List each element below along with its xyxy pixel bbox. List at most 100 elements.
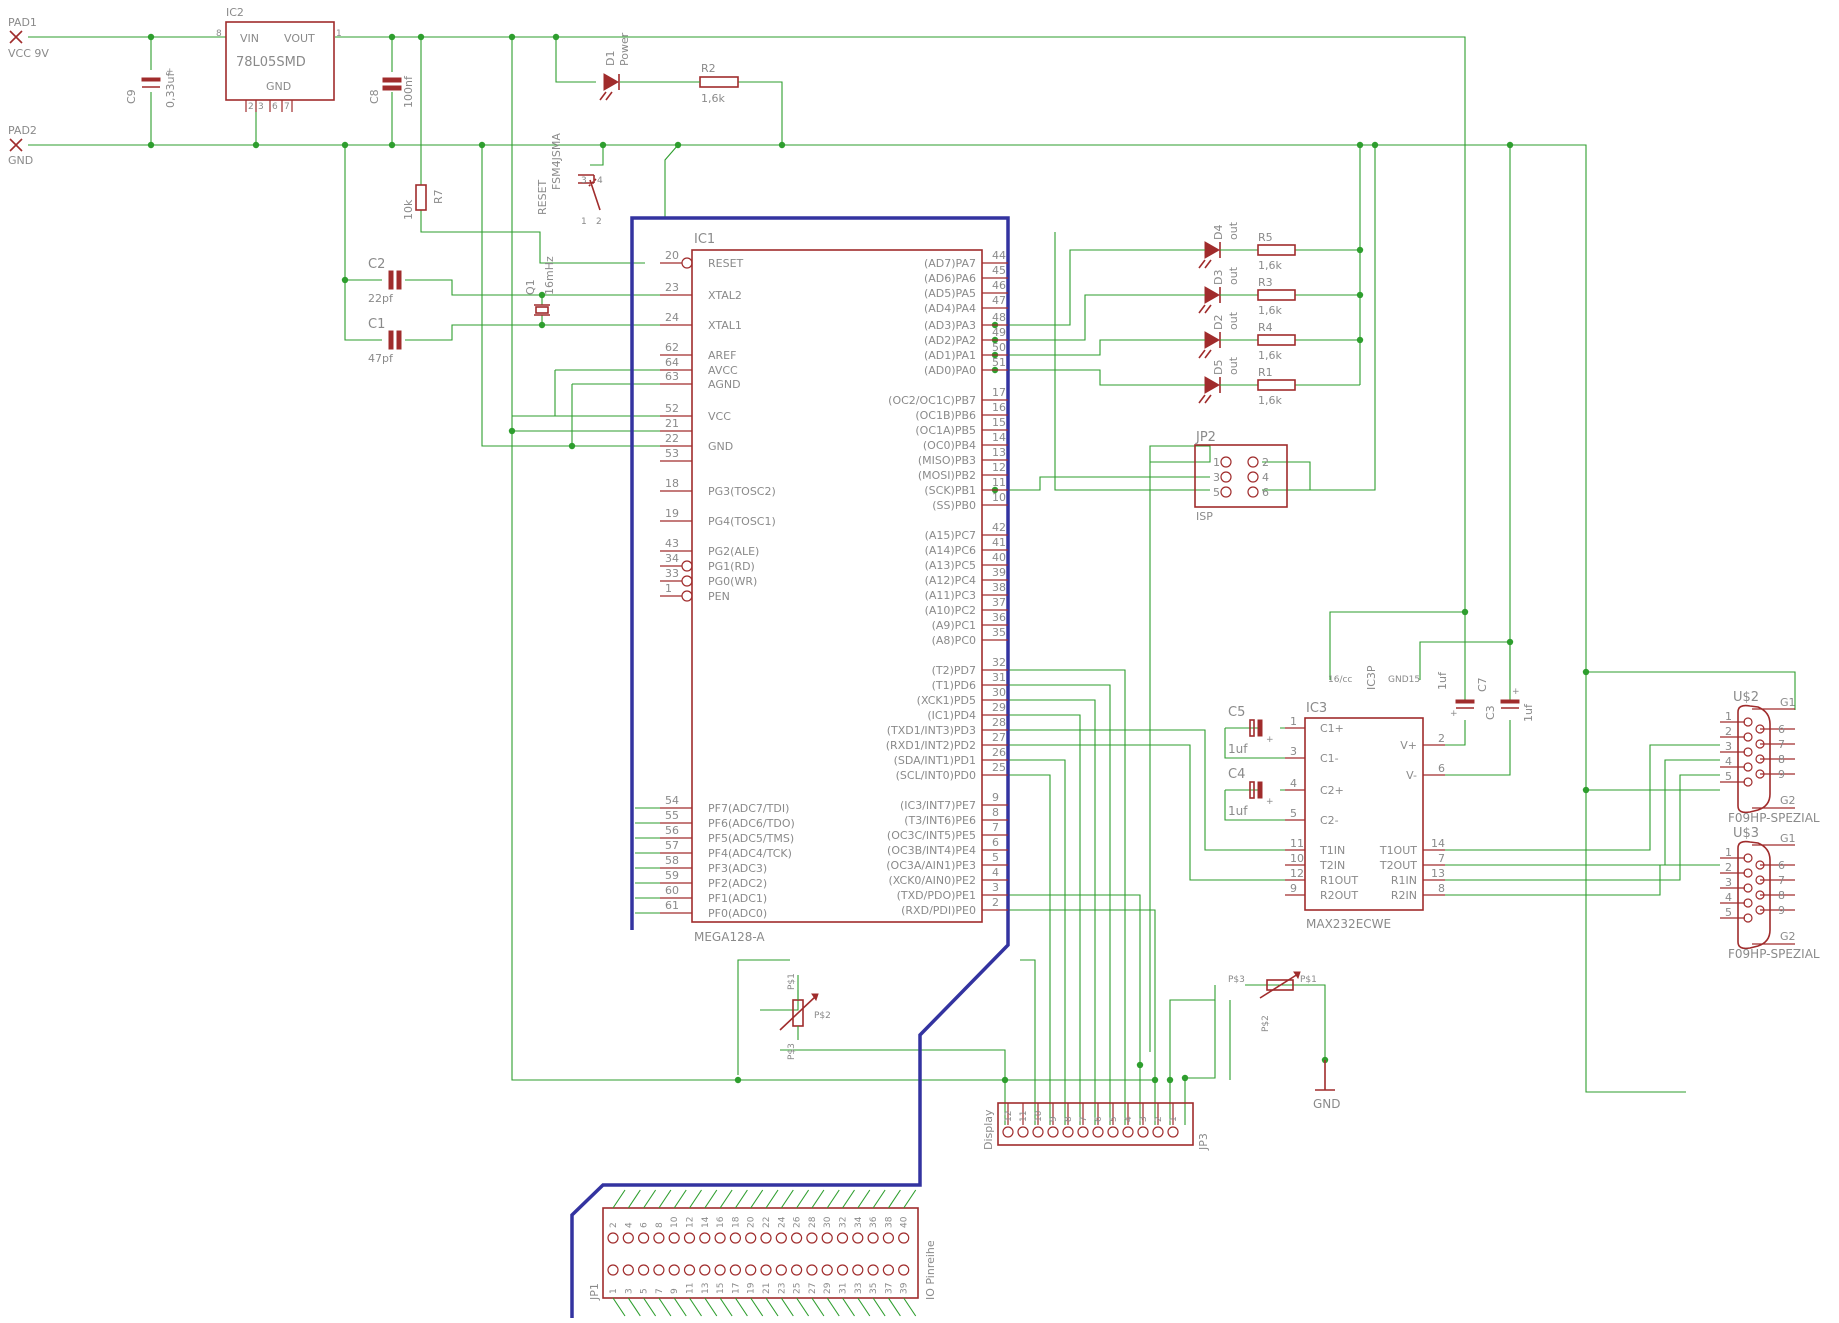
io-pin-number: 40 (900, 1216, 910, 1228)
mcu-pin-number: 21 (665, 417, 679, 430)
c8-value: 100nf (402, 75, 415, 108)
max232-pin-number: 10 (1290, 852, 1304, 865)
io-pin-number: 29 (823, 1282, 833, 1294)
mcu-pin-name: PF3(ADC3) (708, 862, 767, 875)
d1-name: D1 (604, 51, 617, 66)
max232-pin-name: R2IN (1391, 889, 1417, 902)
c1-name: C1 (368, 317, 385, 332)
io-pin-number: 30 (823, 1216, 833, 1228)
mcu-right-pin: 32(T2)PD7 (932, 656, 1008, 677)
mcu-pin-number: 22 (665, 432, 679, 445)
io-pin-top: 16 (714, 1189, 733, 1244)
mcu-pin-name: PF0(ADC0) (708, 907, 767, 920)
reset-pin2: 2 (596, 217, 602, 227)
pot2-wiper: P$2 (1261, 1015, 1271, 1032)
mcu-pin-number: 57 (665, 839, 679, 852)
max232-right-pin: 2V+ (1400, 732, 1445, 752)
mcu-right-pin: 8(T3/INT6)PE6 (904, 806, 1008, 827)
mcu-right-pin: 37(A10)PC2 (925, 596, 1008, 617)
mcu-pin-number: 53 (665, 447, 679, 460)
capacitor-c9: + C9 0,33uf (125, 67, 177, 108)
r7-value: 10k (402, 199, 415, 220)
mcu-name: IC1 (694, 232, 715, 247)
mcu-right-pin: 9(IC3/INT7)PE7 (900, 791, 1008, 812)
isp-pin-number: 6 (1262, 486, 1269, 499)
mcu-pin-name: (A14)PC6 (925, 544, 976, 557)
resistor-name: R1 (1258, 366, 1273, 379)
mcu-pin-name: PF5(ADC5/TMS) (708, 832, 794, 845)
io-pin-bottom: 19 (745, 1264, 764, 1317)
pot2-end3: P$3 (1228, 975, 1245, 985)
mcu-pin-name: AREF (708, 349, 736, 362)
max232-left-pin: 1C1+ (1285, 715, 1344, 735)
max232-pin-name: T2IN (1319, 859, 1345, 872)
isp-pin-number: 3 (1213, 471, 1220, 484)
mcu-right-pin: 36(A9)PC1 (932, 611, 1008, 632)
mcu-pin-name: (MISO)PB3 (918, 454, 976, 467)
led-name: D5 (1212, 360, 1225, 375)
mcu-pin-name: (TXD/PDO)PE1 (897, 889, 976, 902)
d1-value: Power (618, 32, 631, 66)
mcu-pin-name: (T1)PD6 (932, 679, 976, 692)
mcu-right-pin: 31(T1)PD6 (932, 671, 1008, 692)
capacitor-c8: C8 100nf (368, 75, 415, 108)
svg-text:+: + (1512, 687, 1520, 697)
max232-left-pins: 1C1+3C1-4C2+5C2-11T1IN10T2IN12R1OUT9R2OU… (1285, 715, 1358, 902)
mcu-right-pin: 10(SS)PB0 (932, 491, 1008, 512)
led-name: D2 (1212, 315, 1225, 330)
display-pin: 3 (1137, 1103, 1149, 1138)
mcu-right-pin: 35(A8)PC0 (932, 626, 1008, 647)
isp-pin: 1 (1213, 456, 1232, 469)
dsub-name: U$3 (1733, 826, 1759, 841)
mcu-right-pin: 6(OC3B/INT4)PE4 (887, 836, 1008, 857)
io-pin-bottom: 3 (622, 1264, 641, 1317)
max232-pin-name: C1+ (1320, 722, 1344, 735)
mcu-right-pin: 7(OC3C/INT5)PE5 (887, 821, 1008, 842)
io-pin-number: 33 (854, 1283, 864, 1294)
dsub-pin-number: 6 (1778, 723, 1785, 736)
mcu-right-pin: 38(A11)PC3 (925, 581, 1008, 602)
dsub-pin-number: 1 (1725, 710, 1732, 723)
isp-pin: 5 (1213, 486, 1232, 499)
led-value: out (1227, 221, 1240, 240)
max232-pin-name: R1IN (1391, 874, 1417, 887)
mcu-right-pin: 48(AD3)PA3 (924, 311, 1008, 332)
max232-value: MAX232ECWE (1306, 917, 1391, 931)
mcu-pin-name: PF1(ADC1) (708, 892, 767, 905)
dsub-value: F09HP-SPEZIAL (1728, 947, 1820, 961)
capacitor-c1: C1 47pf (368, 317, 402, 365)
io-pin-bottom: 29 (821, 1264, 840, 1317)
mcu-pin-name: (OC1A)PB5 (915, 424, 976, 437)
mcu-right-pin: 45(AD6)PA6 (924, 264, 1008, 285)
dsub-name: U$2 (1733, 690, 1759, 705)
mcu-pin-name: XTAL2 (708, 289, 742, 302)
reset-pin3: 3 (581, 176, 587, 186)
mcu-pin-number: 19 (665, 507, 679, 520)
io-pin-number: 19 (747, 1282, 757, 1294)
mcu-pin-number: 59 (665, 869, 679, 882)
mcu-pin-name: (OC3A/AIN1)PE3 (886, 859, 976, 872)
io-pin-bottom: 25 (790, 1264, 810, 1317)
mcu-pin-number: 58 (665, 854, 679, 867)
mcu-pin-number: 41 (992, 536, 1006, 549)
display-pin: 11 (1017, 1103, 1029, 1138)
isp-pin-number: 4 (1262, 471, 1269, 484)
mcu-pin-name: PF6(ADC6/TDO) (708, 817, 795, 830)
mcu-pin-name: PG1(RD) (708, 560, 755, 573)
resistor-name: R4 (1258, 321, 1273, 334)
reg-pnum-8: 8 (216, 29, 222, 39)
q1-name: Q1 (524, 279, 537, 295)
capacitor-c2: C2 22pf (368, 257, 402, 305)
isp-name: JP2 (1195, 430, 1216, 445)
mcu-pin-name: (RXD1/INT2)PD2 (886, 739, 976, 752)
io-pin-number: 25 (793, 1283, 803, 1294)
capacitor-c4: + C4 1uf (1228, 767, 1274, 818)
io-pin-bottom: 9 (668, 1264, 687, 1317)
